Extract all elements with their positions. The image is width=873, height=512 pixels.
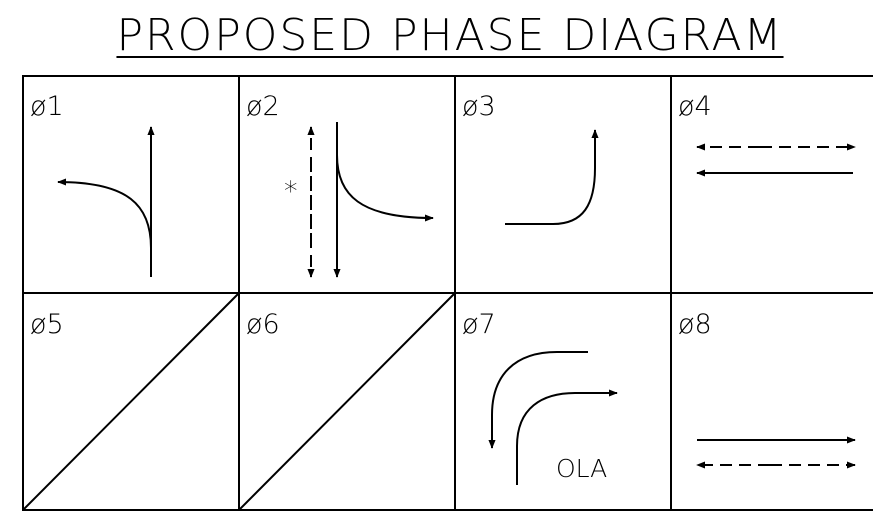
- phase-6-label: ø6: [246, 309, 280, 340]
- right-turn-east-overlap-arrow: [516, 389, 618, 485]
- phase-6-unused-slash: [238, 292, 456, 511]
- phase-2-movements: [307, 122, 434, 278]
- phase-1-label: ø1: [30, 91, 64, 122]
- phase-5-label: ø5: [30, 309, 64, 340]
- phase-4-label: ø4: [678, 91, 712, 122]
- left-turn-north-arrow: [505, 129, 599, 225]
- grid-lines: [22, 75, 873, 511]
- overlap-label: OLA: [556, 454, 607, 483]
- phase-4-movements: [696, 143, 856, 177]
- right-turn-east-arrow: [336, 154, 434, 222]
- phase-3-label: ø3: [462, 91, 496, 122]
- phase-2-label: ø2: [246, 91, 280, 122]
- left-turn-south-arrow: [488, 351, 588, 449]
- left-turn-west-arrow: [57, 178, 152, 249]
- phase-1-movements: [57, 126, 155, 277]
- phase-8-label: ø8: [678, 309, 712, 340]
- phase-8-movements: [696, 436, 856, 469]
- phase-7-movements: [488, 351, 618, 485]
- diagram-title: PROPOSED PHASE DIAGRAM: [116, 10, 784, 61]
- phase-5-unused-slash: [22, 292, 240, 511]
- phase-3-movements: [505, 129, 599, 225]
- phase-7-label: ø7: [462, 309, 496, 340]
- phase-2-note: *: [284, 176, 298, 207]
